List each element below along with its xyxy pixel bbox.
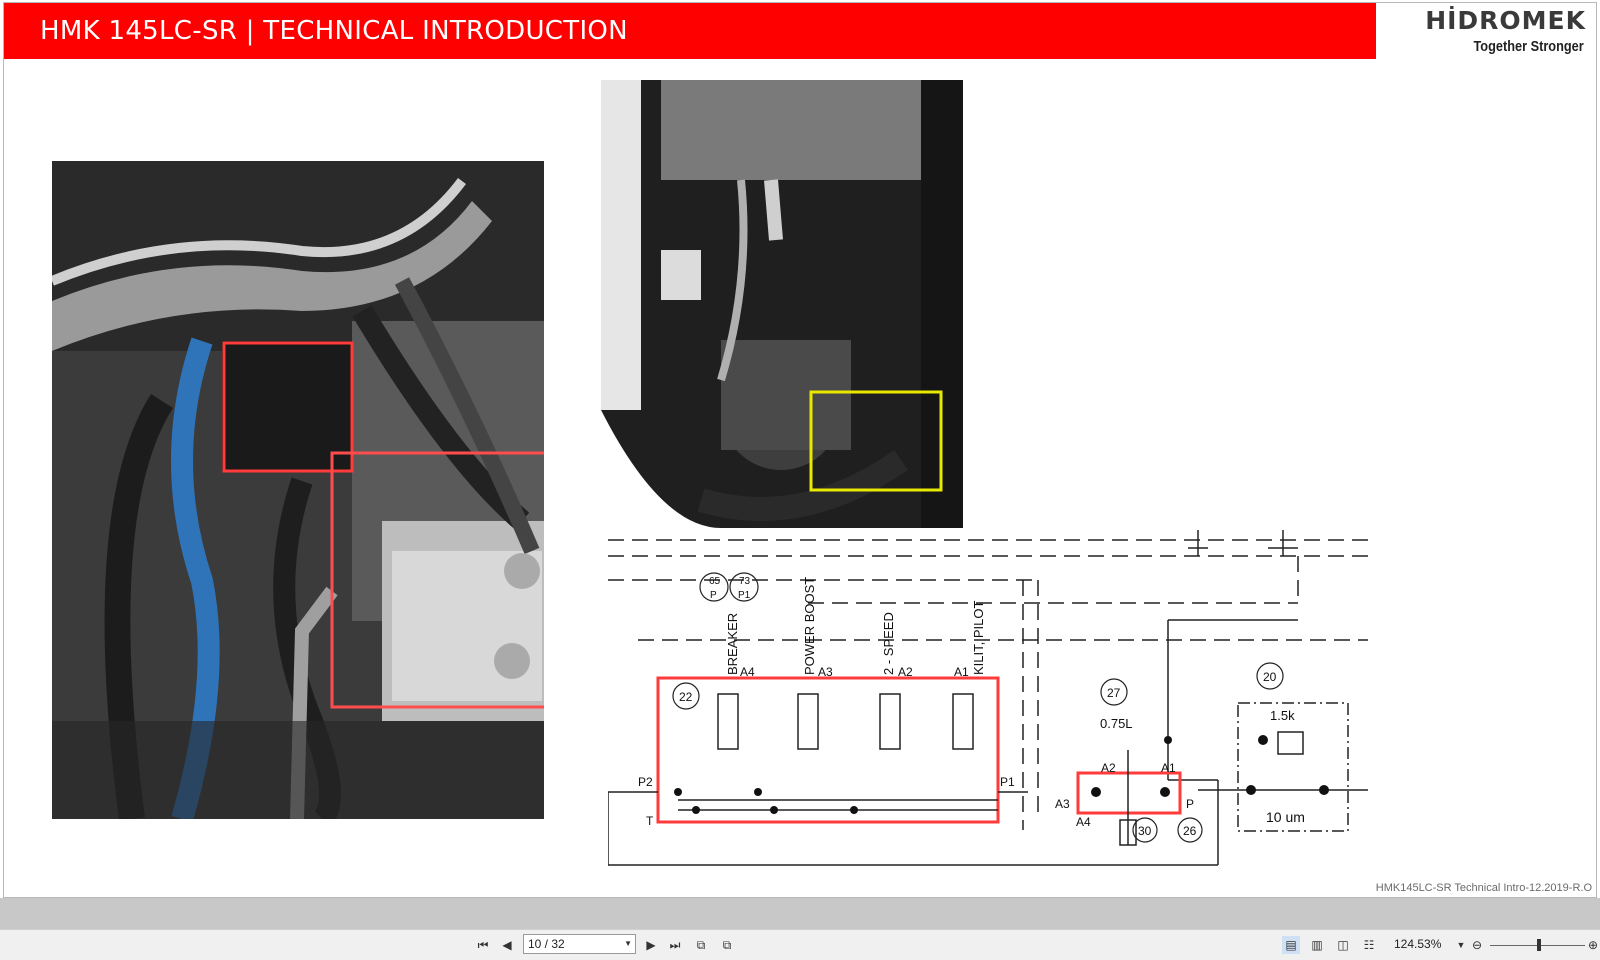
viewer-background [0,898,1600,929]
document-reference: HMK145LC-SR Technical Intro-12.2019-R.O [1375,882,1592,894]
next-page-icon[interactable]: ▶ [646,938,656,952]
signal-breaker: BREAKER [725,613,740,675]
prev-page-icon[interactable]: ◀ [502,938,512,952]
page-number-value: 10 / 32 [528,937,565,951]
compartment-photo [601,80,963,528]
callout-73-port: P1 [738,590,751,601]
last-page-icon[interactable]: ⏭ [669,938,681,952]
block-port-a4: A4 [1076,815,1091,829]
callout-22: 22 [679,690,693,704]
port-a1: A1 [954,665,969,679]
signal-kilit-pilot: KILIT, PILOT [971,601,986,675]
signal-2-speed: 2 - SPEED [881,612,896,675]
hydraulic-schematic: 65 73 P P1 22 27 20 30 26 BREAKER POWER … [608,530,1368,866]
header-bar: HMK 145LC-SR | TECHNICAL INTRODUCTION [4,2,1376,59]
block-port-a3: A3 [1055,797,1070,811]
continuous-facing-icon[interactable]: ☷ [1363,938,1375,952]
continuous-icon[interactable]: ▥ [1311,938,1323,952]
block-port-a1: A1 [1161,761,1176,775]
relief-setting: 1.5k [1270,708,1295,723]
brand-tagline: Together Stronger [1473,38,1584,55]
filter-rating: 10 um [1266,809,1305,825]
prev-view-icon[interactable]: ⧉ [696,938,706,952]
first-page-icon[interactable]: ⏮ [477,938,489,952]
page-number-input[interactable]: 10 / 32 ▼ [523,934,636,954]
port-a2: A2 [898,665,913,679]
signal-power-boost: POWER BOOST [802,577,817,675]
next-view-icon[interactable]: ⧉ [722,938,732,952]
brand-logo: HİDROMEK Together Stronger [1380,4,1596,60]
callout-27: 27 [1107,686,1121,700]
brand-name: HİDROMEK [1425,6,1586,35]
valve-block-photo [52,161,544,819]
port-p2: P2 [638,775,653,789]
zoom-level[interactable]: 124.53% [1394,937,1442,951]
callout-20: 20 [1263,670,1277,684]
block-port-p: P [1186,797,1194,811]
port-p1: P1 [1000,775,1015,789]
slide-page: HMK 145LC-SR | TECHNICAL INTRODUCTION Hİ… [3,2,1597,898]
facing-icon[interactable]: ◫ [1337,938,1349,952]
slide-title: HMK 145LC-SR | TECHNICAL INTRODUCTION [40,16,628,46]
callout-65: 65 [709,576,721,587]
callout-30: 30 [1138,824,1152,838]
port-a4: A4 [740,665,755,679]
accumulator-volume: 0.75L [1100,716,1133,731]
chevron-down-icon[interactable]: ▼ [624,939,632,948]
zoom-slider-thumb[interactable] [1537,939,1541,951]
pdf-viewer-toolbar: ⏮ ◀ 10 / 32 ▼ ▶ ⏭ ⧉ ⧉ ▤ ▥ ◫ ☷ 124.53% ▼ … [0,929,1600,960]
port-a3: A3 [818,665,833,679]
callout-26: 26 [1183,824,1197,838]
block-port-a2: A2 [1101,761,1116,775]
callout-65-port: P [710,590,717,601]
zoom-dropdown-icon[interactable]: ▼ [1456,940,1466,950]
zoom-out-icon[interactable]: ⊖ [1471,938,1483,952]
zoom-in-icon[interactable]: ⊕ [1587,938,1599,952]
single-page-icon[interactable]: ▤ [1282,936,1300,954]
callout-73: 73 [739,576,751,587]
port-t: T [646,814,654,828]
